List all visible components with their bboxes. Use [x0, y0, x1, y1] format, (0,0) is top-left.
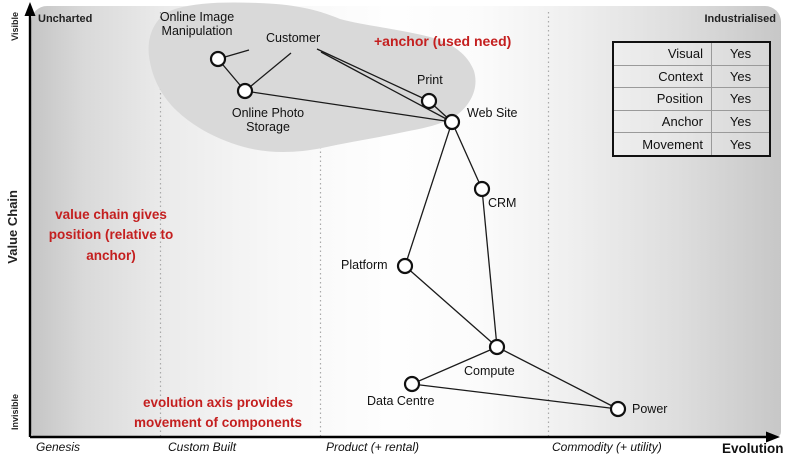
- y-axis-invisible-label: Invisible: [10, 394, 20, 431]
- stage-product: Product (+ rental): [326, 440, 420, 454]
- legend-key-context: Context: [614, 65, 712, 88]
- legend-key-visual: Visual: [614, 43, 712, 65]
- legend-row-anchor: Anchor Yes: [614, 110, 769, 134]
- edge-compute-data-centre: [411, 346, 498, 385]
- label-data-centre: Data Centre: [367, 394, 435, 408]
- x-axis-arrow-icon: [766, 431, 780, 443]
- label-print: Print: [417, 73, 443, 87]
- legend-row-position: Position Yes: [614, 88, 769, 111]
- stage-genesis: Genesis: [36, 440, 81, 454]
- node-platform: [396, 257, 414, 275]
- legend-val-position: Yes: [729, 91, 752, 107]
- legend-val-visual: Yes: [729, 46, 752, 62]
- legend-val-anchor: Yes: [729, 114, 752, 130]
- annotation-anchor: +anchor (used need): [374, 33, 512, 49]
- edge-web-site-crm: [451, 121, 483, 190]
- legend-row-context: Context Yes: [614, 65, 769, 89]
- uncharted-label: Uncharted: [38, 13, 93, 25]
- legend-table: Visual Yes Context Yes Position Yes Anch…: [612, 41, 771, 157]
- y-axis-title: Value Chain: [5, 190, 20, 264]
- label-power: Power: [632, 402, 668, 416]
- y-axis-arrow-icon: [24, 2, 36, 16]
- node-online-photo-storage: [236, 82, 254, 100]
- node-print: [420, 92, 438, 110]
- legend-key-position: Position: [614, 88, 712, 110]
- stage-divider-lines: [159, 12, 550, 436]
- industrialised-label: Industrialised: [704, 13, 776, 25]
- y-axis-visible-label: Visible: [10, 12, 20, 41]
- label-customer: Customer: [266, 31, 321, 45]
- node-crm: [473, 180, 491, 198]
- edge-data-centre-power: [411, 383, 619, 410]
- edge-platform-compute: [404, 265, 498, 348]
- axes: [28, 13, 770, 439]
- stage-custom-built: Custom Built: [168, 440, 237, 454]
- anchor-need-blob: [148, 2, 476, 152]
- annotation-evolution: evolution axis provides movement of comp…: [133, 395, 303, 431]
- label-online-image-manipulation: Online Image Manipulation: [159, 10, 235, 38]
- legend-val-movement: Yes: [729, 136, 752, 152]
- node-online-image-manipulation: [209, 50, 227, 68]
- edge-photo-storage-web-site: [244, 90, 453, 123]
- legend-row-visual: Visual Yes: [614, 43, 769, 66]
- stage-commodity: Commodity (+ utility): [552, 440, 662, 454]
- nodes: [209, 50, 627, 418]
- legend-key-anchor: Anchor: [614, 110, 712, 133]
- legend-key-movement: Movement: [614, 133, 712, 155]
- label-web-site: Web Site: [467, 106, 518, 120]
- edge-customer-web-site: [320, 51, 453, 123]
- node-data-centre: [403, 375, 421, 393]
- node-web-site: [443, 113, 461, 131]
- edge-customer-print: [316, 48, 430, 102]
- node-compute: [488, 338, 506, 356]
- node-power: [609, 400, 627, 418]
- edge-web-site-platform: [404, 121, 453, 267]
- label-compute: Compute: [464, 364, 515, 378]
- legend-val-context: Yes: [729, 68, 752, 84]
- x-axis-title: Evolution: [722, 441, 784, 456]
- legend-row-movement: Movement Yes: [614, 133, 769, 155]
- edge-customer-photo-storage: [244, 52, 292, 92]
- edge-compute-power: [496, 346, 619, 410]
- label-platform: Platform: [341, 258, 388, 272]
- label-crm: CRM: [488, 196, 517, 210]
- label-online-photo-storage: Online Photo Storage: [231, 106, 305, 134]
- edge-crm-compute: [481, 188, 498, 348]
- annotation-value-chain: value chain gives position (relative to …: [48, 207, 174, 263]
